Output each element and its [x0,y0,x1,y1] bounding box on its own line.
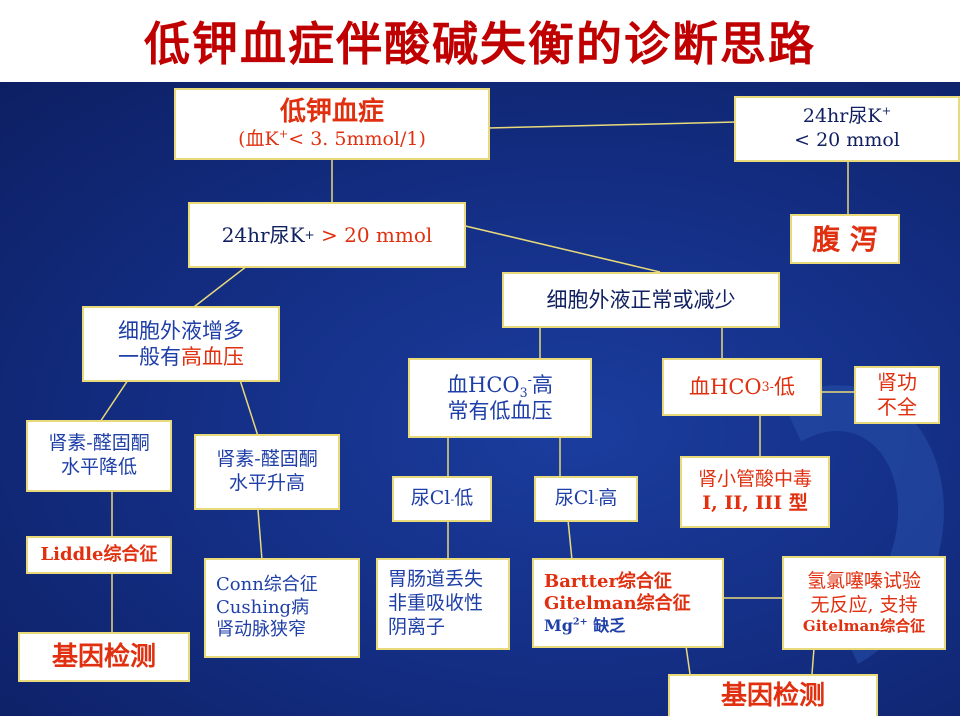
urine-low-pre: 24hr尿K [802,105,882,128]
node-rta-line2: I, II, III 型 [702,492,808,514]
node-ecf-normal-label: 细胞外液正常或减少 [546,287,736,312]
node-liddle-label: Liddle综合征 [40,543,158,565]
node-urine-k-low-line2: < 20 mmol [794,129,900,151]
node-thiazide-test: 氢氯噻嗪试验 无反应, 支持 Gitelman综合征 [782,556,946,650]
urine-high-op: > [314,222,345,247]
node-ecf-increase-line1: 细胞外液增多 [118,318,244,343]
node-thiazide-line1: 氢氯噻嗪试验 [806,569,921,592]
node-renin-high: 肾素-醛固酮 水平升高 [194,434,340,510]
mg-sup: 2+ [572,616,588,628]
urine-cl-high-pre: 尿Cl [554,487,595,510]
node-gene-left-label: 基因检测 [51,641,156,672]
node-gene-right-label: 基因检测 [720,680,825,711]
hco3-high-sub: 3 [519,384,528,400]
page-title: 低钾血症伴酸碱失衡的诊断思路 [144,17,816,71]
link-bartter-gene [685,645,691,675]
node-gi-line3: 阴离子 [388,615,446,638]
urine-cl-high-post: 高 [598,487,618,510]
node-hypokalemia-title: 低钾血症 [279,96,384,127]
hco3-low-pre: 血HCO [689,374,762,399]
node-hypokalemia: 低钾血症 (血K+< 3. 5mmol/1) [174,88,490,160]
criteria-post: < 3. 5mmol/1) [288,128,426,151]
node-urine-k-low-line1: 24hr尿K+ [803,105,891,129]
node-conn: Conn综合征 Cushing病 肾动脉狭窄 [204,558,360,658]
node-renin-low-line2: 水平降低 [60,456,137,478]
urine-cl-low-pre: 尿Cl [410,487,451,510]
node-renal-insufficiency: 肾功 不全 [854,366,940,424]
node-bartter-line1: Bartter综合征 [544,570,672,592]
node-hco3-high: 血HCO3-高 常有低血压 [408,358,592,438]
node-bartter: Bartter综合征 Gitelman综合征 Mg2+ 缺乏 [532,558,724,648]
node-renin-high-line1: 肾素-醛固酮 [216,448,318,471]
node-urine-cl-low: 尿Cl-低 [392,476,492,522]
title-bar: 低钾血症伴酸碱失衡的诊断思路 [0,0,960,82]
urine-cl-low-post: 低 [454,487,474,510]
node-hypokalemia-criteria: (血K+< 3. 5mmol/1) [238,128,426,152]
link-ecf-increase-renin-high [239,379,259,437]
hco3-low-post: 低 [773,374,795,399]
node-conn-line1: Conn综合征 [216,574,318,596]
mg-pre: Mg [544,615,573,635]
node-hco3-high-line1: 血HCO3-高 [447,371,553,400]
node-gi-loss: 胃肠道丢失 非重吸收性 阴离子 [376,558,510,650]
urine-high-value: 20 mmol [344,222,433,247]
criteria-sup: + [278,127,289,142]
node-diarrhea-label: 腹 泻 [812,222,878,256]
node-gene-test-right: 基因检测 [668,674,878,716]
link-ecf-increase-renin-low [99,379,129,423]
urine-high-pre: 24hr尿K [221,222,305,247]
hco3-high-sup: - [527,371,532,387]
node-bartter-line3: Mg2+ 缺乏 [544,616,625,636]
link-renin-high-conn [257,509,263,561]
criteria-pre: (血K [238,128,279,151]
node-bartter-line2: Gitelman综合征 [544,593,691,614]
node-renal-line2: 不全 [877,395,917,419]
node-renin-high-line2: 水平升高 [228,472,305,494]
node-renal-line1: 肾功 [877,370,917,394]
node-conn-line3: 肾动脉狭窄 [216,619,306,641]
node-urine-k-low: 24hr尿K+ < 20 mmol [734,96,960,162]
node-thiazide-line3: Gitelman综合征 [802,617,926,636]
node-ecf-increase: 细胞外液增多 一般有高血压 [82,306,280,382]
node-ecf-normal: 细胞外液正常或减少 [502,272,780,328]
node-urine-k-high: 24hr尿K+ > 20 mmol [188,202,466,268]
node-hco3-high-line2: 常有低血压 [447,399,553,423]
link-cl-high-bartter [567,519,573,561]
node-gi-line2: 非重吸收性 [388,592,484,615]
node-liddle: Liddle综合征 [26,536,172,574]
link-hypokalemia-urine-low [487,121,737,129]
ecf-increase-pre: 一般有 [118,345,181,369]
node-ecf-increase-line2: 一般有高血压 [118,344,244,370]
node-conn-line2: Cushing病 [216,596,310,618]
urine-low-sup: + [881,103,892,118]
hco3-high-pre: 血HCO [447,372,520,397]
node-diarrhea: 腹 泻 [790,214,900,264]
link-thiazide-gene [811,647,815,675]
connector-lines [99,121,856,675]
node-rta: 肾小管酸中毒 I, II, III 型 [680,456,830,528]
node-rta-line1: 肾小管酸中毒 [697,468,812,491]
ecf-increase-hypertension: 高血压 [181,345,244,369]
node-renin-low: 肾素-醛固酮 水平降低 [26,420,172,492]
link-urine-high-ecf-normal [439,219,661,273]
node-renin-low-line1: 肾素-醛固酮 [48,432,150,455]
node-gi-line1: 胃肠道丢失 [388,568,484,591]
node-urine-cl-high: 尿Cl-高 [534,476,638,522]
hco3-high-post: 高 [531,372,553,397]
node-thiazide-line2: 无反应, 支持 [810,593,918,616]
diagram-canvas: 低钾血症 (血K+< 3. 5mmol/1) 24hr尿K+ < 20 mmol… [0,82,960,716]
node-gene-test-left: 基因检测 [18,632,190,682]
mg-post: 缺乏 [587,615,626,635]
